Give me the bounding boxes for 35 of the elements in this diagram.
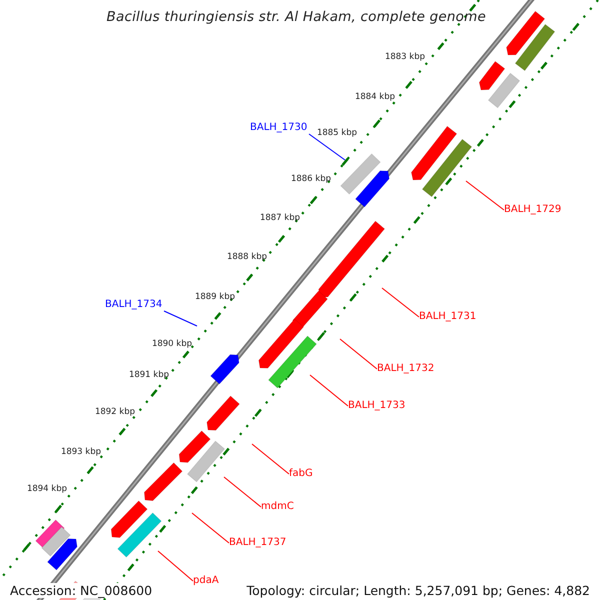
- map-title: Bacillus thuringiensis str. Al Hakam, complete genome: [106, 9, 486, 25]
- tick-label: 1892 kbp: [94, 407, 135, 417]
- gene-label: BALH_1732: [377, 363, 434, 375]
- tick-label: 1885 kbp: [316, 128, 357, 138]
- gene-label: BALH_1734: [105, 299, 162, 311]
- tick-label: 1890 kbp: [152, 339, 192, 349]
- leader-line: [310, 374, 348, 406]
- leader-line: [340, 338, 378, 370]
- tick-label: 1888 kbp: [226, 252, 267, 262]
- gene-label: BALH_1737: [229, 537, 286, 549]
- leader-line: [158, 550, 194, 582]
- tick-label: 1894 kbp: [26, 484, 67, 494]
- info-text: Topology: circular; Length: 5,257,091 bp; Genes: 4,882: [246, 583, 591, 598]
- gene-label: mdmC: [261, 501, 294, 513]
- gene-label: pdaA: [193, 575, 219, 587]
- leader-line: [466, 180, 504, 210]
- gene-label: BALH_1731: [419, 311, 476, 323]
- gene-label: fabG: [289, 468, 313, 480]
- gene-label: BALH_1729: [504, 204, 562, 216]
- tick-label: 1887 kbp: [260, 213, 300, 223]
- info-text: Accession: NC_008600: [9, 583, 154, 598]
- tick-label: 1884 kbp: [354, 92, 395, 102]
- tick-label: 1883 kbp: [384, 52, 425, 62]
- leader-line: [308, 134, 346, 160]
- gene-label: BALH_1733: [348, 400, 406, 412]
- tick-label: 1886 kbp: [290, 174, 331, 184]
- leader-line: [164, 310, 198, 326]
- leader-line: [192, 512, 230, 544]
- gene-label: BALH_1730: [250, 122, 308, 134]
- tick-label: 1891 kbp: [128, 370, 169, 380]
- leader-line: [224, 476, 262, 508]
- leader-line: [382, 288, 420, 318]
- tick-label: 1893 kbp: [60, 447, 101, 457]
- leader-line: [252, 444, 290, 474]
- tick-label: 1889 kbp: [194, 292, 235, 302]
